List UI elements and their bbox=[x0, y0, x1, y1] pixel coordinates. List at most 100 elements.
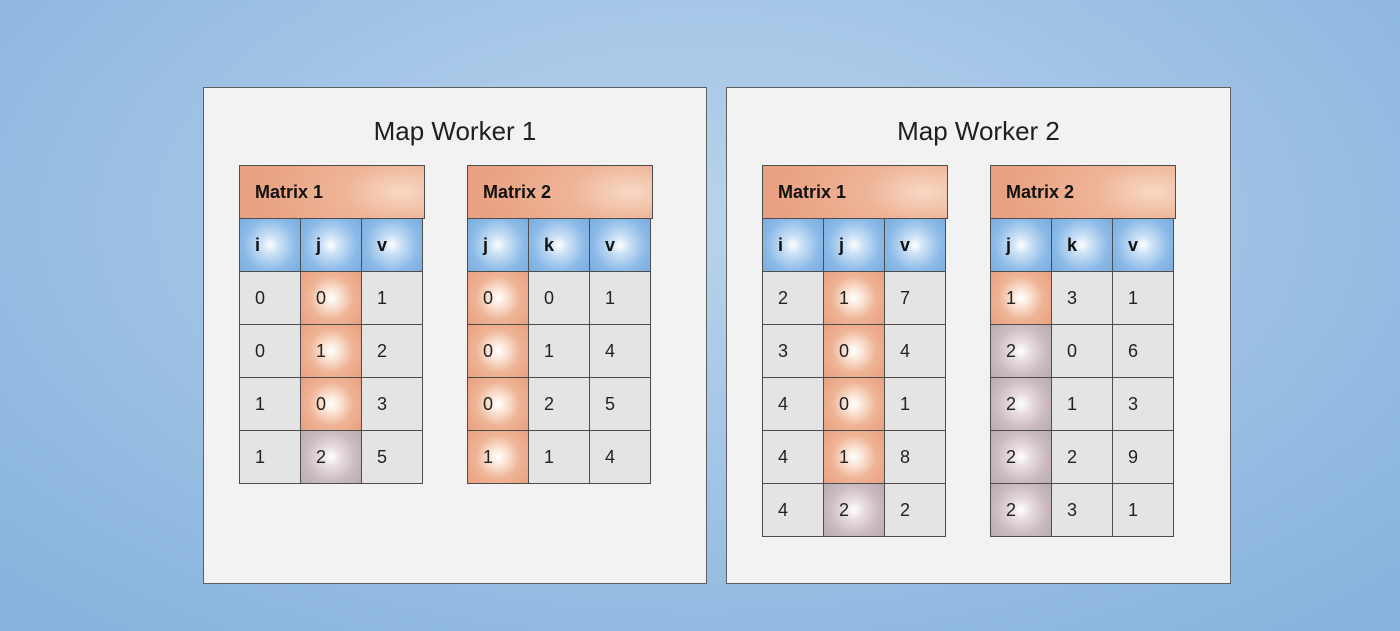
key-cell: 2 bbox=[823, 483, 885, 537]
table-cell: 3 bbox=[762, 324, 824, 378]
column-header: v bbox=[361, 218, 423, 272]
key-cell: 2 bbox=[990, 430, 1052, 484]
column-header: j bbox=[300, 218, 362, 272]
table-cell: 1 bbox=[1112, 483, 1174, 537]
key-cell: 0 bbox=[823, 377, 885, 431]
table-cell: 1 bbox=[1051, 377, 1113, 431]
key-cell: 2 bbox=[300, 430, 362, 484]
table-cell: 4 bbox=[884, 324, 946, 378]
table-cell: 4 bbox=[589, 430, 651, 484]
table-cell: 7 bbox=[884, 271, 946, 325]
table-cell: 1 bbox=[361, 271, 423, 325]
table-cell: 8 bbox=[884, 430, 946, 484]
table-cell: 6 bbox=[1112, 324, 1174, 378]
table-cell: 2 bbox=[1051, 430, 1113, 484]
table-cell: 2 bbox=[762, 271, 824, 325]
table-cell: 2 bbox=[884, 483, 946, 537]
column-header: v bbox=[1112, 218, 1174, 272]
table-cell: 1 bbox=[528, 430, 590, 484]
table-cell: 4 bbox=[762, 377, 824, 431]
table-cell: 1 bbox=[528, 324, 590, 378]
column-header: i bbox=[762, 218, 824, 272]
matrix-title: Matrix 2 bbox=[990, 165, 1176, 219]
key-cell: 0 bbox=[823, 324, 885, 378]
table-cell: 1 bbox=[589, 271, 651, 325]
matrix-title: Matrix 2 bbox=[467, 165, 653, 219]
table-cell: 4 bbox=[762, 483, 824, 537]
table-cell: 5 bbox=[361, 430, 423, 484]
key-cell: 0 bbox=[467, 271, 529, 325]
column-header: v bbox=[589, 218, 651, 272]
key-cell: 0 bbox=[467, 377, 529, 431]
key-cell: 2 bbox=[990, 377, 1052, 431]
key-cell: 0 bbox=[300, 377, 362, 431]
worker-title: Map Worker 1 bbox=[373, 116, 537, 146]
worker-title: Map Worker 2 bbox=[897, 116, 1060, 146]
table-cell: 0 bbox=[239, 324, 301, 378]
column-header: j bbox=[990, 218, 1052, 272]
table-cell: 9 bbox=[1112, 430, 1174, 484]
column-header: v bbox=[884, 218, 946, 272]
table-cell: 4 bbox=[589, 324, 651, 378]
table-cell: 3 bbox=[1051, 271, 1113, 325]
table-cell: 3 bbox=[1051, 483, 1113, 537]
table-cell: 1 bbox=[1112, 271, 1174, 325]
key-cell: 1 bbox=[823, 430, 885, 484]
matrix-title: Matrix 1 bbox=[762, 165, 948, 219]
table-cell: 1 bbox=[239, 430, 301, 484]
table-cell: 2 bbox=[528, 377, 590, 431]
table-cell: 0 bbox=[1051, 324, 1113, 378]
table-cell: 3 bbox=[361, 377, 423, 431]
key-cell: 1 bbox=[467, 430, 529, 484]
key-cell: 1 bbox=[823, 271, 885, 325]
column-header: i bbox=[239, 218, 301, 272]
table-cell: 5 bbox=[589, 377, 651, 431]
column-header: j bbox=[823, 218, 885, 272]
key-cell: 1 bbox=[300, 324, 362, 378]
table-cell: 0 bbox=[239, 271, 301, 325]
key-cell: 2 bbox=[990, 483, 1052, 537]
key-cell: 1 bbox=[990, 271, 1052, 325]
key-cell: 2 bbox=[990, 324, 1052, 378]
key-cell: 0 bbox=[467, 324, 529, 378]
table-cell: 1 bbox=[884, 377, 946, 431]
key-cell: 0 bbox=[300, 271, 362, 325]
column-header: j bbox=[467, 218, 529, 272]
table-cell: 0 bbox=[528, 271, 590, 325]
table-cell: 4 bbox=[762, 430, 824, 484]
column-header: k bbox=[1051, 218, 1113, 272]
matrix-title: Matrix 1 bbox=[239, 165, 425, 219]
table-cell: 1 bbox=[239, 377, 301, 431]
table-cell: 2 bbox=[361, 324, 423, 378]
table-cell: 3 bbox=[1112, 377, 1174, 431]
column-header: k bbox=[528, 218, 590, 272]
